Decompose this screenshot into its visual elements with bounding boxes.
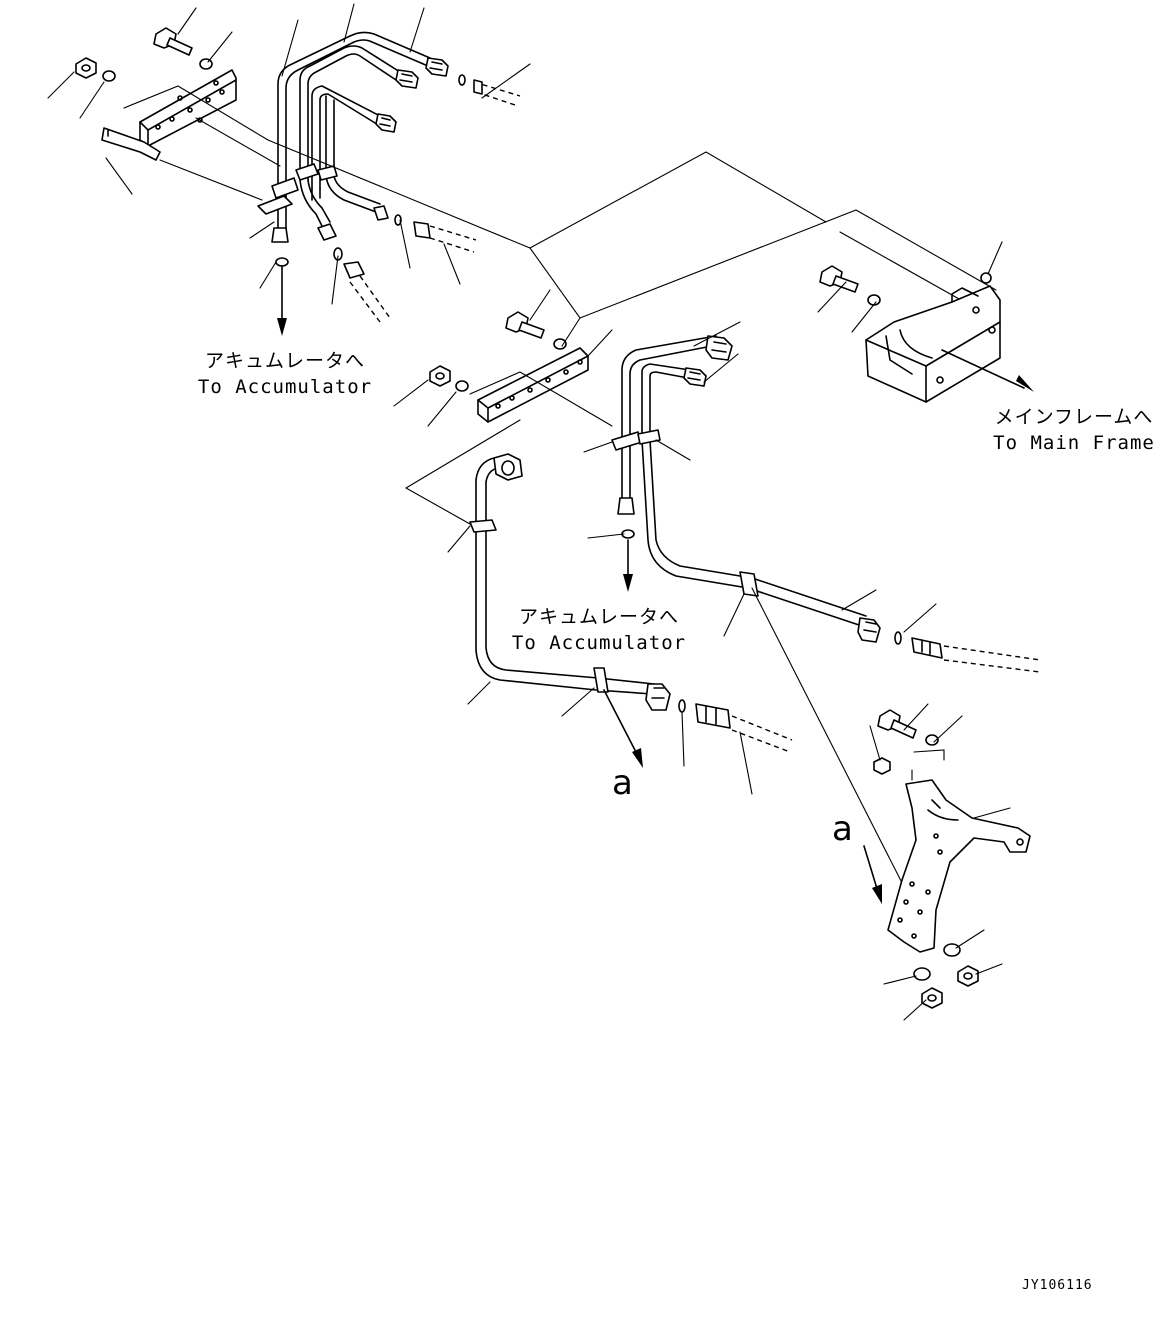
label-accumulator-2-jp: アキュムレータへ [518,606,679,628]
hose-end-top [473,81,521,107]
label-main-frame-jp: メインフレームへ [994,406,1154,428]
clamp-middle-2 [637,429,661,445]
arrow-to-main-frame [941,349,1025,389]
nut-lower-right-2 [921,987,943,1009]
nut-lower-right-1 [957,965,979,987]
washer-middle-2 [455,380,469,392]
fitting-middle-1 [705,335,733,361]
fitting-top-3 [375,113,397,133]
bolt-right [819,265,859,293]
washer-upper-left [199,58,213,70]
washer-lower-right [925,734,939,746]
fitting-top-2 [395,69,419,89]
o-ring-lower-left [678,699,686,713]
arrow-detail-a-1 [603,689,639,757]
hose-end-lower-left [695,703,793,753]
lower-left-pipe-assembly [447,453,793,795]
mounting-plate-middle [477,347,589,423]
middle-assembly [393,289,1041,673]
o-ring-top [458,74,466,86]
clamp-upper-left-2 [295,163,319,181]
clamp-lower-left-1 [469,519,497,533]
tube-bundle-upper-left [277,31,431,241]
arrow-detail-a-2 [863,845,879,893]
main-frame-bracket [817,241,1034,403]
bolt-middle [505,311,545,339]
o-ring-right [394,214,402,226]
washer-upper-left-2 [102,70,116,82]
lower-right-bracket [751,587,1031,1021]
hose-end-center [343,261,391,323]
tube-bundle-middle [621,335,867,627]
clamp-lower-left-2 [593,667,609,693]
nut-middle [429,365,451,387]
fitting-top-1 [425,57,449,77]
label-main-frame-en: To Main Frame [993,432,1155,454]
bolt-upper-left [153,27,193,56]
bracket-body [865,285,1001,403]
nut-upper-left [75,57,97,79]
bracket-plate [887,779,1031,953]
washer-right [867,294,881,306]
label-accumulator-2-en: To Accumulator [511,632,687,654]
fitting-down-2 [317,223,337,241]
hose-end-right [413,221,477,253]
fitting-middle-2 [683,367,707,387]
clamp-middle-pipe [739,571,759,597]
fitting-down-1 [271,227,289,243]
fitting-lower-left-end [645,683,671,711]
fitting-pipe-end [857,617,881,643]
detail-marker-a-2: a [832,809,853,849]
washer-lower-right-2 [913,967,931,981]
mounting-plate-upper-left [101,69,237,161]
drawing-code: JY106116 [1022,1278,1093,1293]
washer-middle [553,338,567,350]
hose-end-pipe [911,637,1041,673]
fitting-lower-left-top [493,453,523,481]
nut-lower-right-top [873,757,891,775]
bolt-lower-right [877,709,917,739]
washer-lower-right-1 [943,943,961,957]
clamp-upper-left-1 [271,177,299,199]
o-ring-down [275,257,289,267]
fitting-down-3 [373,205,389,221]
label-accumulator-1-en: To Accumulator [197,376,373,398]
detail-marker-a-1: a [612,763,633,803]
o-ring-pipe-end [894,631,902,645]
label-accumulator-1-jp: アキュムレータへ [204,350,365,372]
fitting-down-middle [617,497,635,515]
clamp-upper-left-3 [317,165,338,181]
clamp-plate-upper-left [257,195,293,215]
upper-left-assembly [47,3,531,336]
